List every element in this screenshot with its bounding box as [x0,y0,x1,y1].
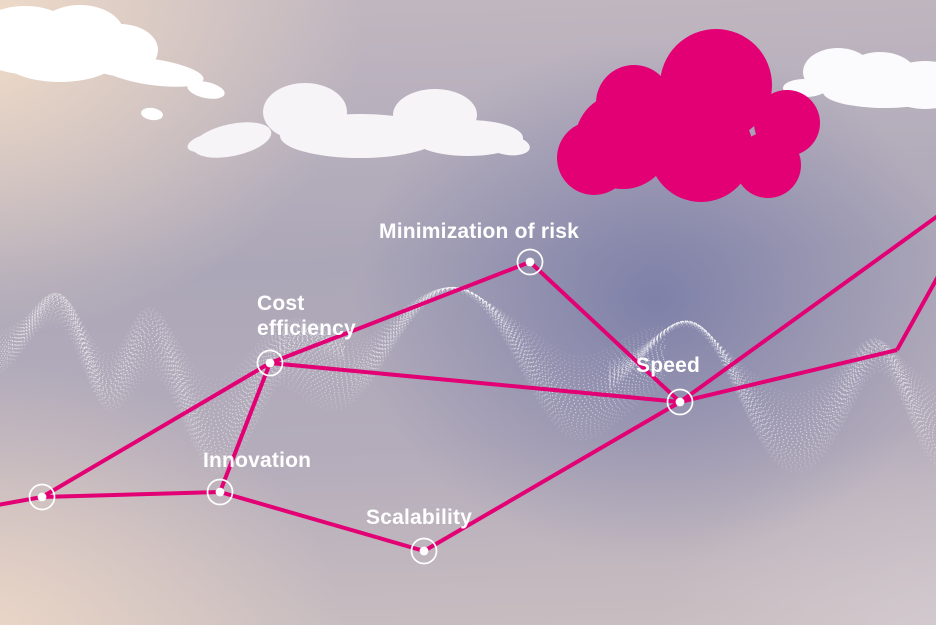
edge-innovation--cost-efficiency [218,362,272,493]
wave-dotted-line [0,300,346,443]
wave-dotted-line [0,293,346,407]
wave-dotted-line [279,287,666,420]
node-ring-scalability [410,537,438,565]
edge-hub--cost-efficiency [40,361,272,499]
wave-dotted-line [279,287,666,365]
magenta-cloud-icon [557,29,820,202]
wave-dotted-line [279,287,666,376]
node-dot-cost-efficiency [265,358,275,368]
wave-dotted-line [279,287,666,411]
wave-dotted-line [609,323,936,464]
edge-speed--exit-top-right [678,214,936,404]
white-cloud-middle-icon [187,83,530,158]
label-scalability: Scalability [366,506,473,529]
wave-dotted-line [609,324,936,469]
wave-dotted-line [0,295,346,422]
wave-dotted-line [609,321,936,405]
white-cloud-top-left-icon [0,5,225,121]
label-minimization-of-risk: Minimization of risk [379,220,580,243]
edge-hub--innovation [41,490,221,499]
wave-dotted-line [0,320,346,474]
wave-dotted-line [0,292,346,381]
wave-dotted-line [0,299,346,440]
edge-minimization-of-risk--speed [528,260,682,404]
node-dot-innovation [215,487,225,497]
wave-dotted-line [0,293,346,411]
wave-dotted-line [0,294,346,418]
node-dot-scalability [419,546,429,556]
wave-dotted-line [0,292,346,398]
wave-dotted-line [609,321,936,457]
wave-dotted-line [0,298,346,437]
node-ring-innovation [206,478,234,506]
edge-cost-efficiency--speed [269,361,681,404]
node-dot-speed [675,397,685,407]
wave-dotted-line [0,311,346,464]
edge-speed--bend [679,348,898,404]
wave-dotted-line [0,296,346,430]
label-innovation: Innovation [203,449,312,472]
wave-dotted-line [0,292,346,386]
wave-dotted-line [609,320,936,448]
node-ring-minimization-of-risk [516,248,544,276]
wave-dotted-line [279,289,666,431]
edge-bend--exit-mid-right [895,275,936,351]
edge-scalability--speed [422,400,682,553]
label-cost-efficiency: Cost efficiency [257,292,356,340]
edge-edge-left--hub [0,495,43,507]
label-speed: Speed [636,354,701,377]
node-dot-minimization-of-risk [525,257,535,267]
wave-dotted-line [279,286,666,379]
network-graph [0,214,936,565]
wave-dotted-line [0,295,346,426]
particle-waves-icon [0,286,936,474]
wave-dotted-line [279,287,666,423]
wave-dotted-line [0,303,346,450]
wave-dotted-line [0,302,346,447]
node-dot-hub [37,492,47,502]
wave-dotted-line [609,325,936,471]
node-ring-cost-efficiency [256,349,284,377]
edge-cost-efficiency--minimization-of-risk [269,260,531,365]
wave-dotted-line [609,321,936,412]
wave-dotted-line [609,321,936,415]
wave-dotted-line [279,286,666,389]
node-ring-speed [666,388,694,416]
wave-dotted-line [609,320,936,434]
wave-dotted-line [609,322,936,402]
wave-dotted-line [279,288,666,426]
wave-dotted-line [609,320,936,440]
wave-dotted-line [609,325,936,473]
white-cloud-right-icon [783,48,936,109]
wave-dotted-line [279,288,666,428]
wave-dotted-line [609,321,936,454]
node-ring-hub [28,483,56,511]
edge-innovation--scalability [219,490,425,553]
wave-dotted-line [279,291,666,441]
wave-dotted-line [609,322,936,462]
wave-dotted-line [279,287,666,414]
wave-dotted-line [609,320,936,418]
